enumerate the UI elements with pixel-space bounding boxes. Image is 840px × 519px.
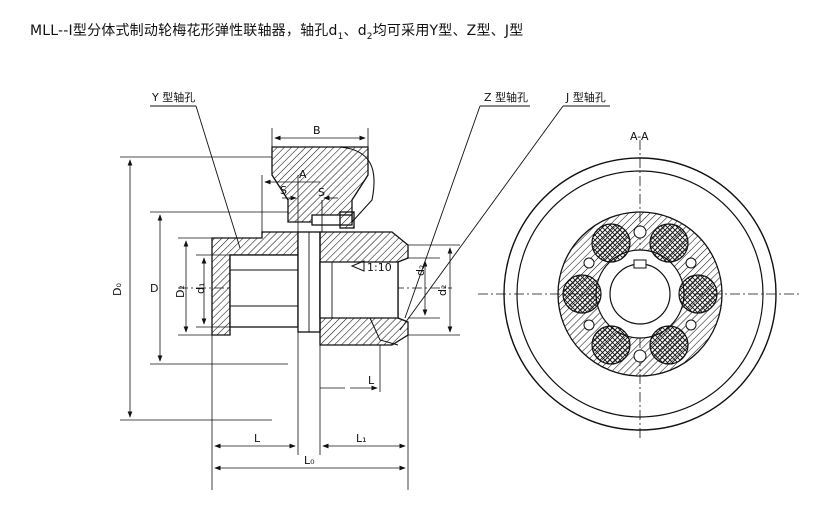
shaft-bore	[609, 263, 671, 325]
label-d1: d₁	[194, 283, 207, 294]
elastic-blocks	[562, 223, 718, 365]
label-L-small: L	[368, 374, 375, 387]
label-B: B	[313, 124, 321, 137]
label-D: D	[150, 282, 158, 295]
rim-curve	[339, 146, 375, 223]
label-j-bore: J 型轴孔	[565, 90, 606, 104]
title-prefix: MLL--I型分体式制动轮梅花形弹性联轴器，轴孔d	[30, 23, 338, 39]
label-L: L	[254, 432, 261, 445]
dimension-lines	[120, 128, 460, 490]
pin-holes	[583, 225, 697, 363]
left-bore	[229, 254, 299, 328]
nut	[339, 211, 355, 229]
label-y-bore: Y 型轴孔	[151, 90, 195, 104]
label-section-aa: A-A	[630, 130, 649, 143]
title-sub1: 1	[337, 31, 344, 42]
section-view-aa	[478, 140, 800, 438]
inner-rim	[516, 170, 764, 418]
label-z-bore: Z 型轴孔	[484, 90, 528, 104]
label-L0: L₀	[304, 454, 315, 467]
title-sub2: 2	[366, 31, 373, 42]
leader-lines	[150, 105, 610, 331]
outer-rim	[503, 157, 777, 431]
diagram-title: MLL--I型分体式制动轮梅花形弹性联轴器，轴孔d1、d2均可采用Y型、Z型、J…	[30, 20, 523, 42]
label-D0: D₀	[111, 283, 124, 296]
right-bore	[319, 261, 399, 319]
label-D2: D₂	[174, 285, 187, 298]
label-taper: 1:10	[367, 261, 392, 274]
side-section-view	[178, 146, 452, 346]
label-S1: S	[318, 186, 325, 199]
label-d2-outer: d₂	[436, 285, 449, 296]
label-S: S	[280, 184, 287, 197]
label-d2-inner: d₂	[414, 265, 427, 276]
label-A: A	[299, 168, 307, 181]
keyway	[633, 259, 647, 269]
title-suffix: 均可采用Y型、Z型、J型	[372, 23, 524, 39]
label-L1: L₁	[356, 432, 367, 445]
title-mid: 、d	[343, 23, 367, 39]
taper-triangle-icon	[350, 260, 365, 272]
